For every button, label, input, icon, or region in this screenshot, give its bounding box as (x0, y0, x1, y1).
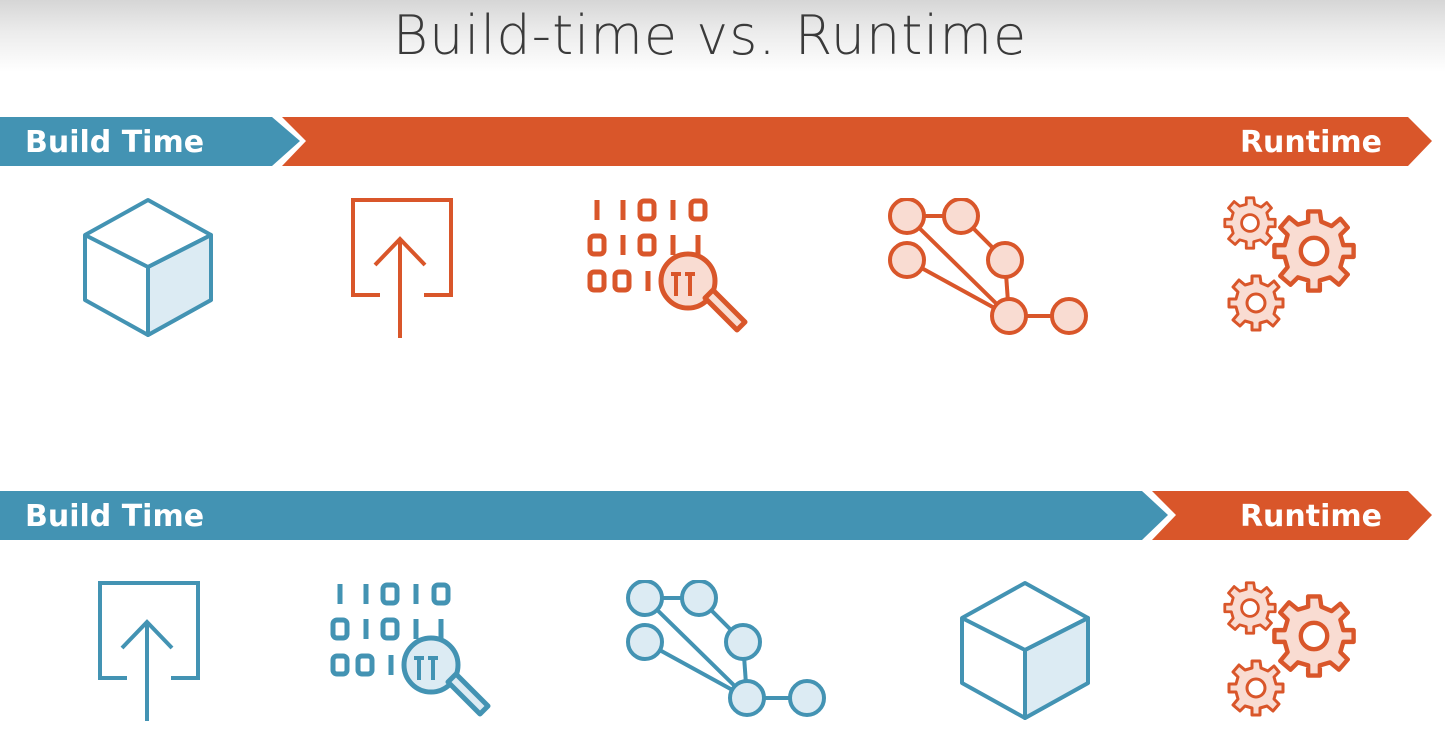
runtime-label: Runtime (1240, 125, 1382, 160)
build-time-label: Build Time (25, 499, 204, 534)
upload-icon (98, 581, 200, 723)
binary-search-icon (333, 584, 488, 714)
page-title: Build-time vs. Runtime (392, 4, 1028, 67)
build-time-label: Build Time (25, 125, 204, 160)
timeline-bar-row-1: Build Time Runtime (0, 117, 1432, 166)
gears-icon (1225, 198, 1354, 330)
timeline-bar-row-2: Build Time Runtime (0, 491, 1432, 540)
build-time-arrow (0, 491, 1168, 540)
title-banner (0, 0, 1445, 72)
binary-search-icon (590, 200, 745, 330)
cube-icon (960, 581, 1090, 720)
runtime-arrow (282, 117, 1432, 166)
gears-icon (1225, 583, 1354, 715)
graph-nodes-icon (888, 198, 1088, 335)
upload-icon (351, 198, 453, 340)
build-time-arrow (0, 117, 300, 166)
icons-row-2 (98, 580, 1354, 723)
runtime-label: Runtime (1240, 499, 1382, 534)
runtime-arrow (1152, 491, 1432, 540)
graph-nodes-icon (626, 580, 826, 717)
cube-icon (83, 198, 213, 337)
icons-row-1 (83, 198, 1354, 340)
